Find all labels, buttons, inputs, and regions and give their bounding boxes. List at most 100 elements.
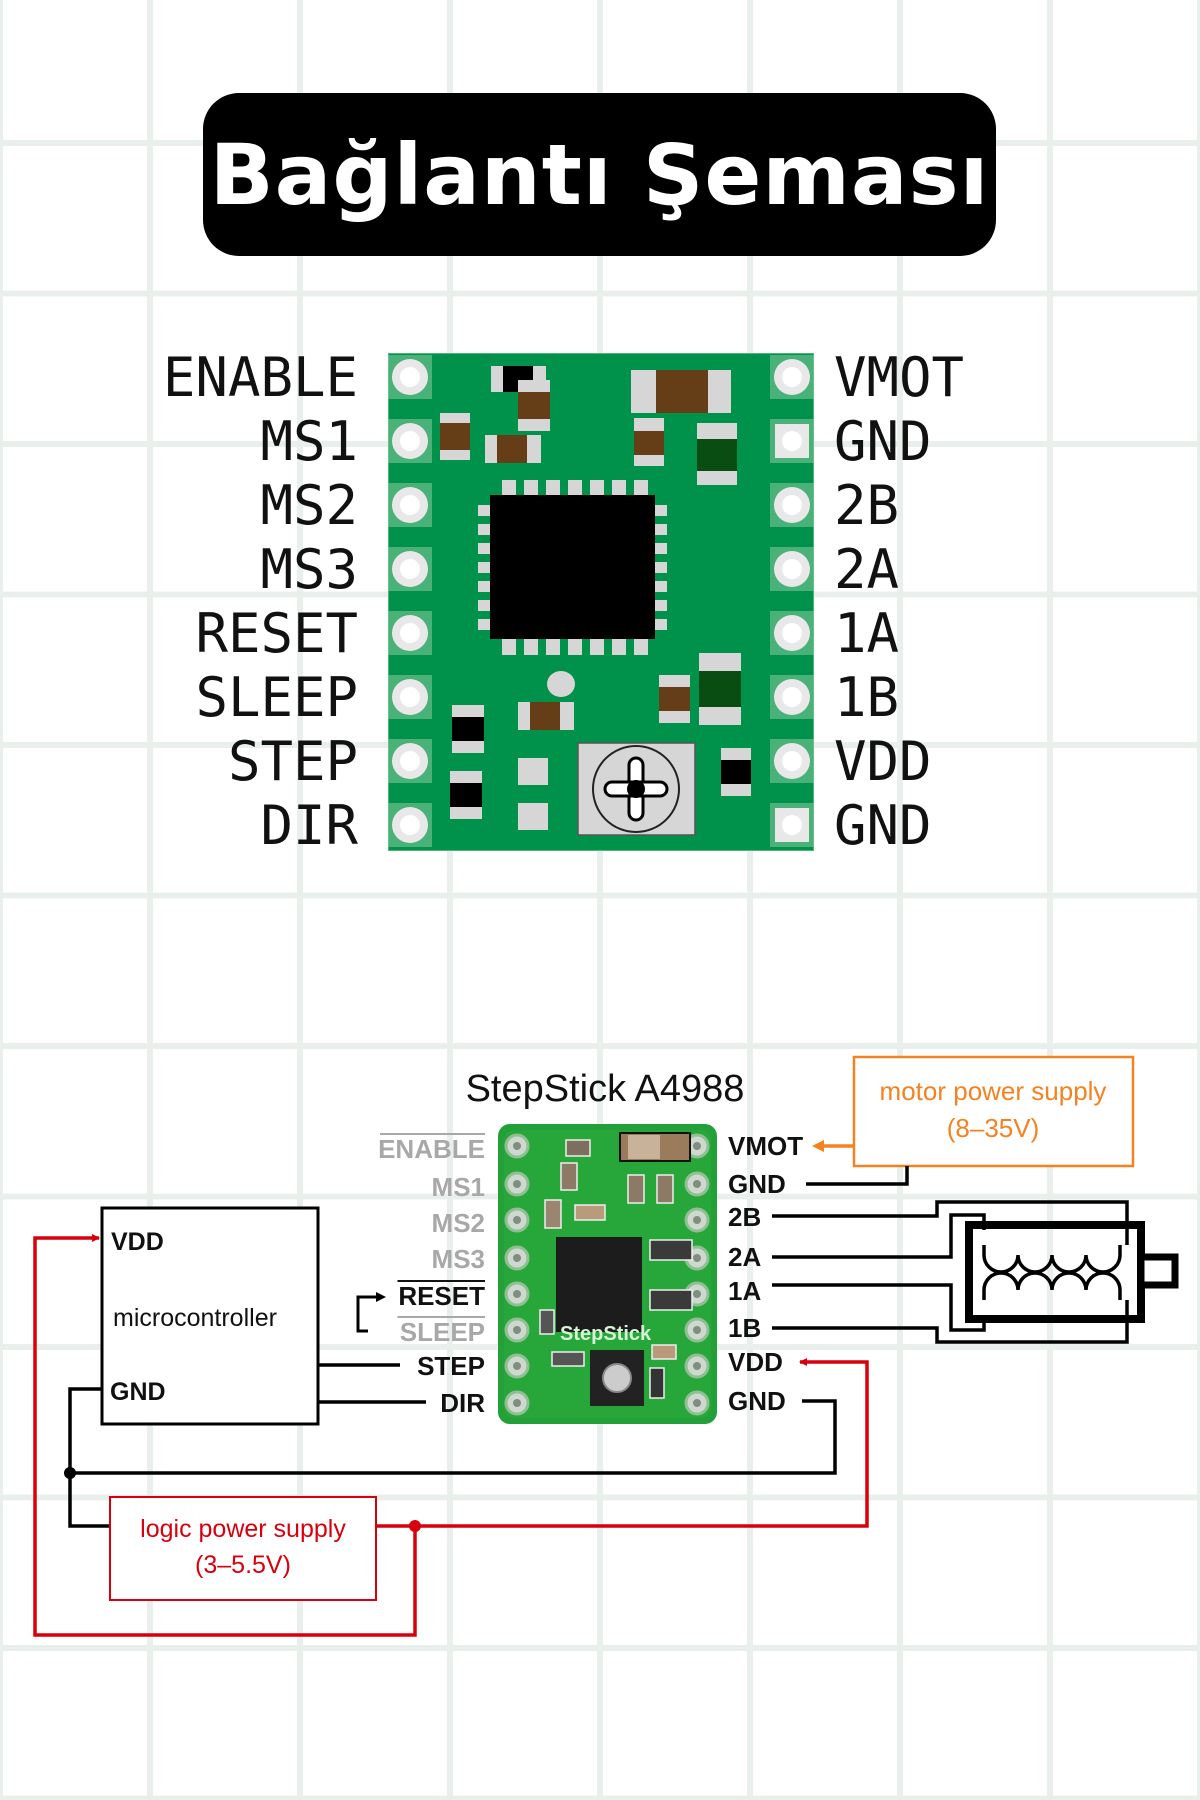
ground-bus-wire [70,1399,837,1475]
ic-pin [478,581,500,592]
header-hole [782,687,802,707]
stepstick-pin-label-enable: ENABLE [378,1134,485,1164]
stepstick-pin-label-2b: 2B [728,1202,761,1232]
mcu-gnd-label: GND [110,1378,166,1406]
stepstick-pin-label-step: STEP [417,1351,485,1381]
title-banner: Bağlantı Şeması [203,93,996,256]
stepstick-pin-label-gnd: GND [728,1386,786,1416]
ic-pin [645,524,667,535]
grid-line-vertical [1197,0,1200,1800]
logic-power-wire-board [376,1358,869,1528]
ic-pin [478,562,500,573]
grid-line-horizontal [0,290,1200,297]
pin-label-2b: 2B [834,474,900,537]
grid-line-vertical [147,0,153,1800]
stepstick-pin-label-1a: 1A [728,1276,761,1306]
header-hole [782,367,802,387]
ic-pin [645,543,667,554]
pin-label-dir: DIR [260,794,358,857]
grid-line-vertical [1047,0,1053,1800]
header-hole [513,1399,521,1407]
motor-coil-2-icon [982,1245,1122,1274]
header-hole [400,623,420,643]
stepstick-pin-label-1b: 1B [728,1313,761,1343]
motor-coil-1-icon [982,1271,1122,1300]
header-hole [693,1326,701,1334]
header-hole [400,495,420,515]
header-hole [400,751,420,771]
stepstick-pin-label-sleep: SLEEP [400,1317,485,1347]
logic-power-junction [409,1520,421,1532]
header-hole [513,1142,521,1150]
header-hole [782,559,802,579]
pin-label-sleep: SLEEP [195,666,358,729]
grid-line-vertical [747,0,753,1800]
stepstick-pin-label-reset: RESET [398,1281,485,1311]
grid-line-horizontal [0,1645,1200,1651]
pin-label-reset: RESET [195,602,358,665]
header-hole [513,1290,521,1298]
pin-label-vmot: VMOT [834,346,965,409]
vmot-arrow-icon [812,1140,824,1152]
pin-label-1a: 1A [834,602,900,665]
stepper-motor [772,1200,1179,1344]
ground-wire-left [68,1387,110,1528]
a4988-board-illustration [388,353,814,851]
header-hole [400,367,420,387]
logic-power-wire-mcu [33,1234,417,1637]
logic-supply-label: logic power supply [140,1515,346,1543]
stepstick-pin-label-ms2: MS2 [432,1208,485,1238]
header-hole [693,1362,701,1370]
ic-pin [645,562,667,573]
grid-line-vertical [597,0,603,1800]
grid-line-horizontal [0,1795,1200,1800]
ic-pin [478,505,500,516]
logic-power-supply-block: logic power supply (3–5.5V) [109,1496,377,1601]
reset-sleep-jumper-wire [356,1295,376,1333]
stepstick-pin-label-dir: DIR [440,1388,485,1418]
pin-label-ms2: MS2 [260,474,358,537]
pin-label-2a: 2A [834,538,900,601]
ic-pin [645,619,667,630]
pin-label-ms1: MS1 [260,410,358,473]
ic-pin [478,619,500,630]
ic-pin [478,600,500,611]
header-hole [513,1216,521,1224]
motor-power-supply-block: motor power supply (8–35V) [852,1055,1135,1168]
grid-line-horizontal [0,1494,1200,1501]
motor-supply-voltage: (8–35V) [947,1113,1040,1143]
header-hole [782,431,802,451]
ic-pin [645,581,667,592]
header-hole [782,815,802,835]
board-silkscreen: StepStick [560,1323,652,1345]
pin-label-ms3: MS3 [260,538,358,601]
motor-ground-wire [806,1166,909,1186]
header-hole [513,1180,521,1188]
potentiometer-icon [577,742,696,836]
header-hole [400,559,420,579]
reset-arrow-icon [376,1292,386,1302]
stepstick-pin-label-2a: 2A [728,1242,761,1272]
pin-label-1b: 1B [834,666,900,729]
pin-label-gnd-logic: GND [834,794,932,857]
header-hole [693,1180,701,1188]
grid-line-vertical [297,0,303,1800]
pin-label-step: STEP [227,730,358,793]
header-hole [693,1216,701,1224]
ic-pin [478,524,500,535]
mcu-label: microcontroller [113,1304,277,1332]
grid-line-vertical [0,0,3,1800]
header-hole [782,751,802,771]
header-hole [693,1290,701,1298]
mcu-vdd-label: VDD [111,1228,164,1256]
pin-label-enable: ENABLE [162,346,358,409]
header-hole [782,495,802,515]
stepstick-pin-label-gnd: GND [728,1169,786,1199]
grid-line-vertical [447,0,453,1800]
stepstick-board: StepStick [498,1124,717,1424]
motor-supply-label: motor power supply [880,1076,1107,1106]
grid-line-vertical [897,0,903,1800]
